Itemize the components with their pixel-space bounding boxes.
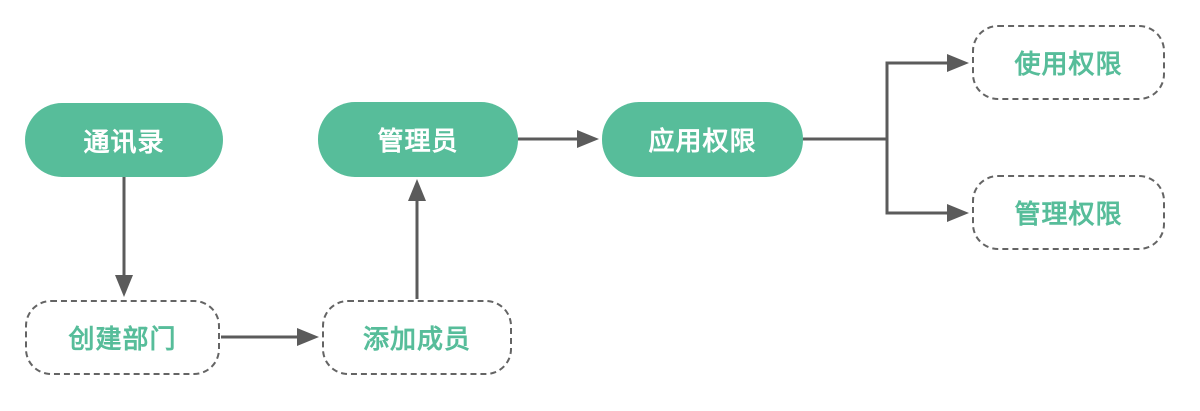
node-contacts[interactable]: 通讯录	[25, 103, 223, 177]
arrowhead-contacts-to-create-department	[115, 275, 133, 297]
node-app-permission[interactable]: 应用权限	[602, 102, 803, 177]
arrowhead-app-permission-to-manage-permission	[947, 204, 969, 222]
connector-app-permission-to-use-permission	[803, 61, 947, 141]
connector-app-permission-to-manage-permission	[885, 139, 947, 215]
node-label-manage-permission: 管理权限	[1014, 199, 1123, 229]
arrowhead-create-department-to-add-member	[297, 328, 319, 346]
node-label-admin: 管理员	[377, 126, 459, 156]
node-manage-permission[interactable]: 管理权限	[972, 175, 1165, 250]
arrowhead-add-member-to-admin	[408, 179, 426, 201]
arrowhead-app-permission-to-use-permission	[947, 54, 969, 72]
node-label-add-member: 添加成员	[362, 324, 471, 354]
node-label-create-department: 创建部门	[68, 324, 177, 354]
node-add-member[interactable]: 添加成员	[322, 300, 512, 375]
node-use-permission[interactable]: 使用权限	[972, 25, 1165, 100]
node-label-contacts: 通讯录	[83, 126, 165, 157]
node-create-department[interactable]: 创建部门	[25, 300, 220, 375]
node-label-use-permission: 使用权限	[1014, 49, 1123, 79]
node-admin[interactable]: 管理员	[318, 102, 518, 177]
arrowhead-admin-to-app-permission	[577, 130, 599, 148]
node-label-app-permission: 应用权限	[648, 126, 757, 156]
